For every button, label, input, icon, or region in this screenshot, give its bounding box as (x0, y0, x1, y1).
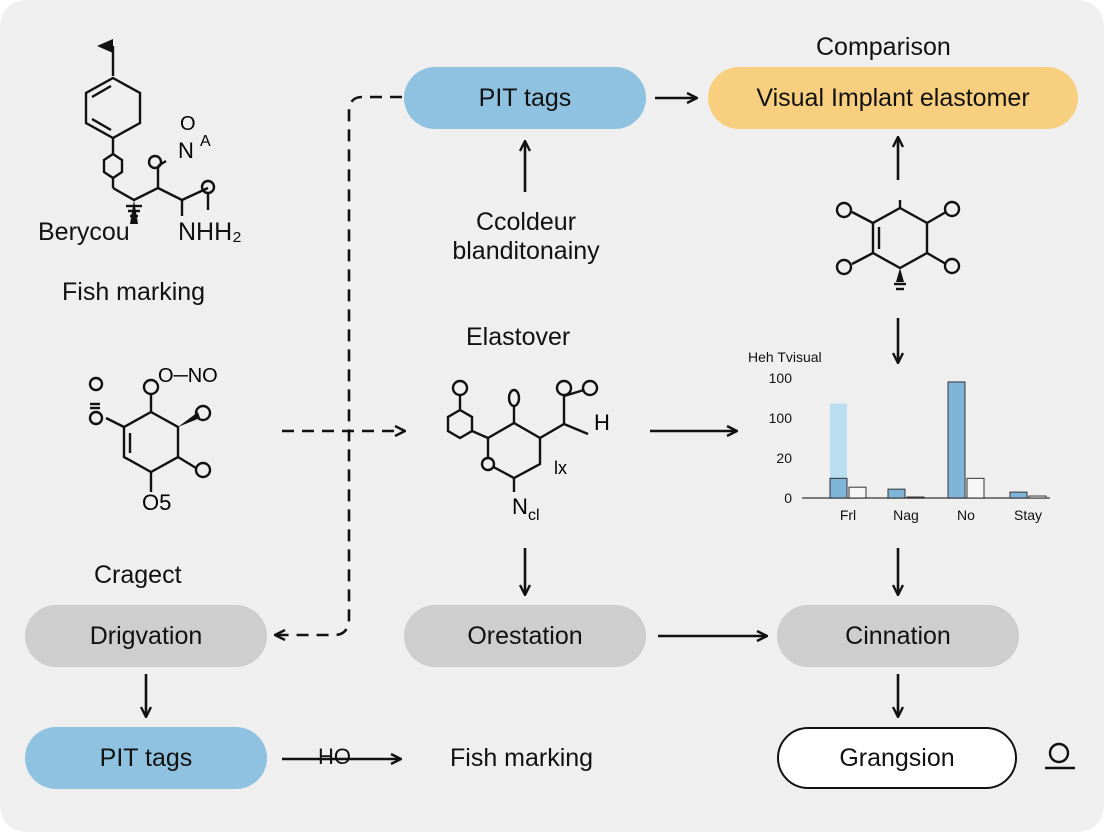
chart-bar-series1 (829, 477, 848, 499)
chart-bar-series2 (966, 477, 985, 499)
molecule-structure-1: N O A (84, 39, 216, 224)
molecule-structure-2: O─NO O5 (88, 365, 218, 515)
mol3-n-label: N (512, 494, 528, 519)
fish-marking-top-label: Fish marking (62, 278, 206, 306)
pit-tags-bottom-node[interactable]: PIT tags (25, 727, 267, 789)
ccoldeur-label: Ccoldeur blanditonainy (452, 208, 600, 265)
chart-bar-series1 (887, 488, 906, 499)
chart-x-tick-label: Frl (840, 507, 856, 523)
berycou-label: Berycou (38, 218, 130, 246)
orestation-node[interactable]: Orestation (404, 605, 646, 667)
chart-bar-series1 (947, 381, 966, 499)
drigvation-node[interactable]: Drigvation (25, 605, 267, 667)
chart-y-tick-label: 20 (776, 450, 792, 466)
fish-marking-bottom-label: Fish marking (450, 744, 594, 772)
pit-tags-top-node[interactable]: PIT tags (404, 67, 646, 129)
chart-bar-series1 (1009, 491, 1028, 499)
dashed-loop-pit-to-drigvation (276, 95, 402, 635)
ho-label: HO (318, 744, 351, 769)
chart-y-tick-label: 100 (769, 370, 793, 386)
molecule-structure-4 (835, 200, 961, 291)
nh2-label: NHH₂ (178, 218, 242, 246)
elastover-label: Elastover (466, 323, 571, 351)
visual-implant-elastomer-node[interactable]: Visual Implant elastomer (708, 67, 1078, 129)
chart-bar-series2 (848, 486, 867, 499)
grangsion-node[interactable]: Grangsion (777, 727, 1017, 789)
chart-bar-series2 (1028, 495, 1047, 499)
molecule-structure-3: H N cl lx (446, 379, 610, 524)
small-o-icon (1045, 742, 1075, 770)
mol3-h-label: H (594, 410, 610, 435)
cinnation-node[interactable]: Cinnation (777, 605, 1019, 667)
chart-bar-series2 (906, 496, 925, 499)
chart-x-tick-label: No (957, 507, 975, 523)
chart-title: Heh Tvisual (748, 349, 822, 365)
mol2-no-label: O─NO (158, 365, 218, 387)
chart-y-tick-label: 100 (769, 410, 793, 426)
chart-x-tick-label: Nag (893, 507, 919, 523)
mol3-x-label: lx (554, 458, 567, 478)
chart-x-tick-label: Stay (1014, 507, 1042, 523)
chart-y-tick-label: 0 (784, 490, 792, 506)
chart-bar-highlight (830, 403, 847, 498)
comparison-label: Comparison (816, 33, 951, 61)
mol1-atom-o: O (180, 113, 196, 135)
cragect-label: Cragect (94, 561, 182, 589)
mol1-atom-n: N (178, 138, 194, 163)
mol1-atom-a: A (200, 133, 211, 150)
mol3-cl-label: cl (528, 507, 540, 524)
mol2-o5-label: O5 (142, 490, 171, 515)
